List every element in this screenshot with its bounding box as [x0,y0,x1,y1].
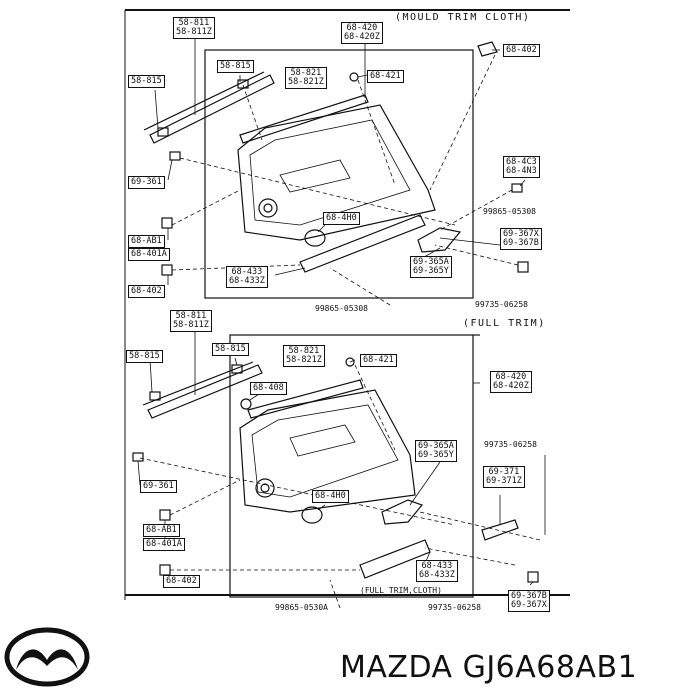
part-label: 68-421 [360,354,397,367]
part-label: 68-421 [367,70,404,83]
part-label: 68-AB1 [128,235,165,248]
part-label: 68-402 [128,285,165,298]
part-number: 99865-0530A [275,603,328,612]
part-label: 69-361 [128,176,165,189]
part-label: 69-361 [140,480,177,493]
part-label: 68-402 [503,44,540,57]
part-number: 99735-06258 [428,603,481,612]
part-label: 68-4H0 [312,490,349,503]
part-number: 99735-06258 [484,440,537,449]
part-label: 58-815 [212,343,249,356]
mazda-logo-icon [4,627,90,687]
section-heading-full-trim: (FULL TRIM) [463,318,546,329]
part-label: 58-815 [126,350,163,363]
section-heading-mould-trim-cloth: (MOULD TRIM CLOTH) [395,12,531,23]
part-label: 68-4H0 [323,212,360,225]
part-number: 99865-05308 [483,207,536,216]
part-label: 58-815 [128,75,165,88]
part-number: 99865-05308 [315,304,368,313]
part-label: 68-401A [128,248,170,261]
part-label: 68-401A [143,538,185,551]
part-note: (FULL TRIM,CLOTH) [360,586,442,595]
part-label: 58-815 [217,60,254,73]
part-label: 68-402 [163,575,200,588]
part-label: 68-408 [250,382,287,395]
brand-part-number: MAZDA GJ6A68AB1 [340,650,638,685]
part-label: 68-AB1 [143,524,180,537]
part-number: 99735-06258 [475,300,528,309]
